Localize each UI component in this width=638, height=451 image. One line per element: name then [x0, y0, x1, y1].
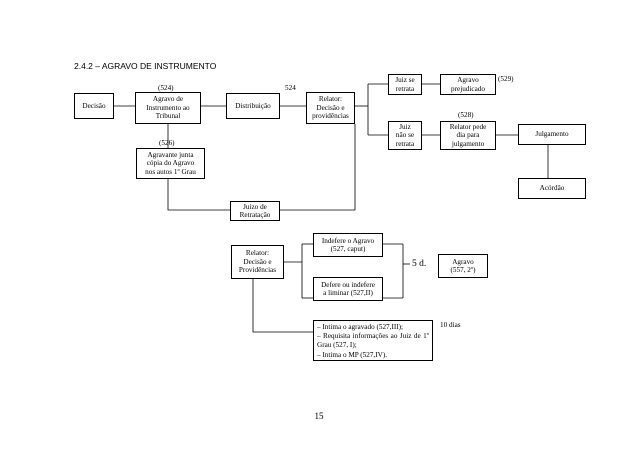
note-529: (529)	[498, 75, 514, 83]
node-intima-lista: – Intima o agravado (527,III); – Requisi…	[313, 320, 433, 361]
note-528: (528)	[458, 111, 474, 119]
connector-agravante-juizo	[167, 179, 230, 211]
node-agravo-instrumento: Agravo de Instrumento ao Tribunal	[135, 92, 201, 124]
node-relator-pede-dia: Relator pede dia para julgamento	[440, 121, 496, 150]
node-agravante-junta: Agravante junta cópia do Agravo nos auto…	[136, 148, 205, 179]
node-relator-providencias: Relator: Decisão e Providências	[231, 245, 284, 279]
note-cinco-dias: 5 d.	[412, 259, 427, 269]
node-juiz-retrata: Juiz se retrata	[388, 74, 422, 95]
node-distribuicao: Distribuição	[226, 93, 280, 119]
node-indefere-agravo: Indefere o Agravo (527, caput)	[313, 233, 383, 257]
node-juiz-nao-retrata: Juiz não se retrata	[388, 121, 422, 150]
note-524-distribuicao: 524	[285, 84, 296, 92]
node-relator-decisao: Relator: Decisão e providências	[306, 92, 355, 124]
connector-relator2-intima	[252, 279, 313, 333]
node-decisao: Decisão	[74, 93, 114, 119]
page-number: 15	[314, 411, 324, 421]
section-heading: 2.4.2 – AGRAVO DE INSTRUMENTO	[74, 61, 217, 71]
node-agravo-557: Agravo (557, 2º)	[438, 254, 488, 278]
node-defere-indefere: Defere ou indefere a liminar (527,II)	[313, 277, 383, 301]
note-526: (526)	[159, 139, 175, 147]
connector-juizo-relator	[280, 124, 356, 211]
node-julgamento: Julgamento	[518, 124, 586, 145]
node-juizo-retratacao: Juízo de Retratação	[230, 201, 280, 221]
note-dez-dias: 10 dias	[440, 321, 461, 329]
note-524-agravo: (524)	[158, 84, 174, 92]
node-agravo-prejudicado: Agravo prejudicado	[440, 74, 496, 95]
node-acordao: Acórdão	[518, 178, 586, 199]
